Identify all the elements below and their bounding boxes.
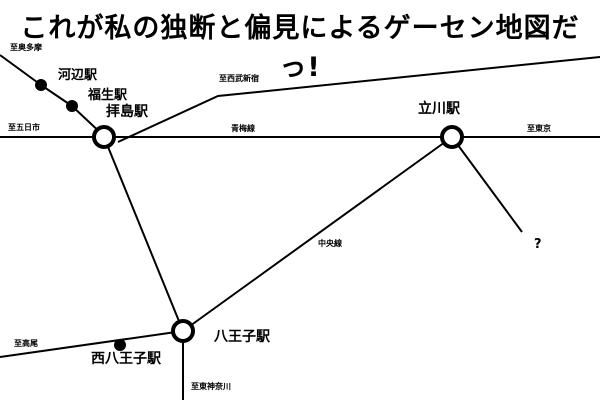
station-dot-nishi-hachioji — [114, 339, 126, 351]
station-dot-fussa — [66, 100, 78, 112]
line-seibu-shinjuku — [117, 56, 600, 143]
line-chuo-segment — [182, 136, 453, 332]
direction-takao: 至高尾 — [14, 339, 38, 348]
station-ring-hachioji — [171, 319, 195, 343]
line-tachikawa-unknown — [451, 136, 523, 233]
direction-okutama: 至奥多摩 — [10, 43, 42, 52]
station-label-haijima: 拝島駅 — [106, 104, 148, 120]
unknown-destination-mark: ? — [534, 237, 542, 252]
station-label-tachikawa: 立川駅 — [418, 101, 460, 117]
station-ring-haijima — [92, 125, 116, 149]
station-label-kabe: 河辺駅 — [58, 68, 98, 83]
line-haijima-hachioji — [103, 136, 184, 332]
line-label-chuo: 中央線 — [318, 239, 342, 248]
direction-higashi-kanagawa: 至東神奈川 — [191, 382, 231, 391]
direction-itsukaichi: 至五日市 — [8, 123, 40, 132]
direction-seibu-shinjuku: 至西武新宿 — [219, 74, 259, 83]
line-label-ome: 青梅線 — [231, 124, 255, 133]
station-ring-tachikawa — [440, 125, 464, 149]
line-okutama-segment — [0, 54, 42, 86]
line-kabe-fussa-segment — [40, 84, 73, 107]
station-label-nishi-hachioji: 西八王子駅 — [91, 351, 161, 367]
page-title: これが私の独断と偏見によるゲーセン地図だっ! — [20, 13, 580, 83]
station-dot-kabe — [35, 79, 47, 91]
station-label-hachioji: 八王子駅 — [214, 329, 270, 345]
station-label-fussa: 福生駅 — [88, 88, 128, 103]
line-takao-segment — [0, 330, 184, 358]
direction-tokyo: 至東京 — [527, 124, 551, 133]
